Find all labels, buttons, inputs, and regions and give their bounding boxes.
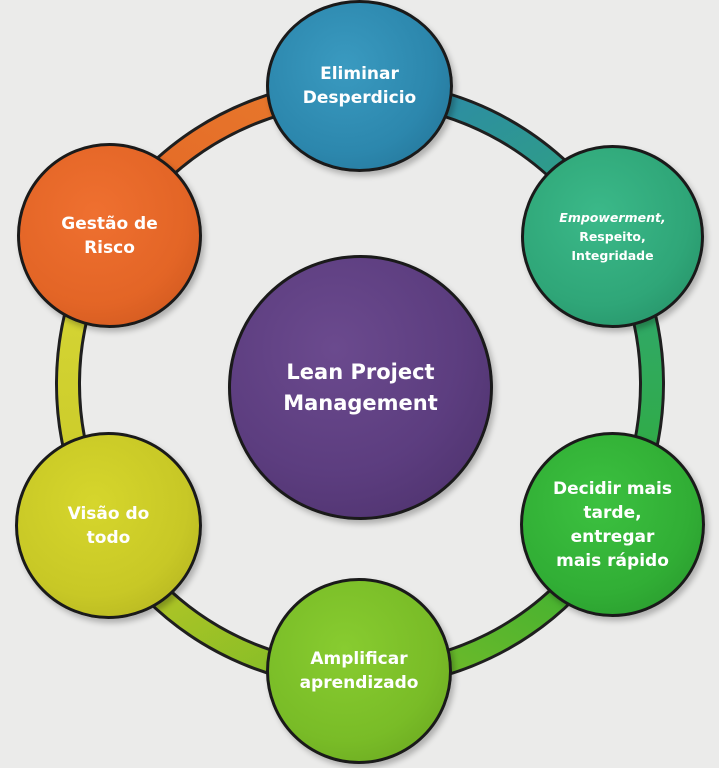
node-label-line: Risco <box>84 237 135 258</box>
node-label-line: Empowerment, <box>559 210 666 225</box>
node-empowerment-respeito-integridade: Empowerment, Respeito, Integridade <box>521 145 704 328</box>
node-label-line: Desperdicio <box>302 88 417 108</box>
node-label-line: aprendizado <box>299 673 419 693</box>
node-gestao-de-risco: Gestão de Risco <box>17 143 202 328</box>
node-label-line: entregar <box>570 526 655 547</box>
node-eliminar-desperdicio: Eliminar Desperdicio <box>266 0 453 172</box>
node-label-line: mais rápido <box>556 550 669 571</box>
node-label-line: Amplificar <box>310 649 408 669</box>
node-label-line: Visão do <box>67 503 150 524</box>
center-node-line: Lean Project <box>286 359 435 384</box>
node-label-line: tarde, <box>583 502 642 523</box>
node-amplificar-aprendizado: Amplificar aprendizado <box>266 578 452 764</box>
node-label-line: Gestão de <box>61 213 158 234</box>
node-label-line: Respeito, <box>579 229 646 244</box>
node-decidir-mais-tarde: Decidir mais tarde, entregar mais rápido <box>520 432 705 617</box>
center-node-lean-project-management: Lean Project Management <box>228 255 493 520</box>
center-node-line: Management <box>283 390 438 415</box>
node-label-line: Integridade <box>571 248 654 263</box>
node-label-line: Decidir mais <box>553 478 672 499</box>
node-visao-do-todo: Visão do todo <box>15 432 202 619</box>
node-label-line: todo <box>86 527 131 548</box>
node-label-line: Eliminar <box>320 64 399 84</box>
